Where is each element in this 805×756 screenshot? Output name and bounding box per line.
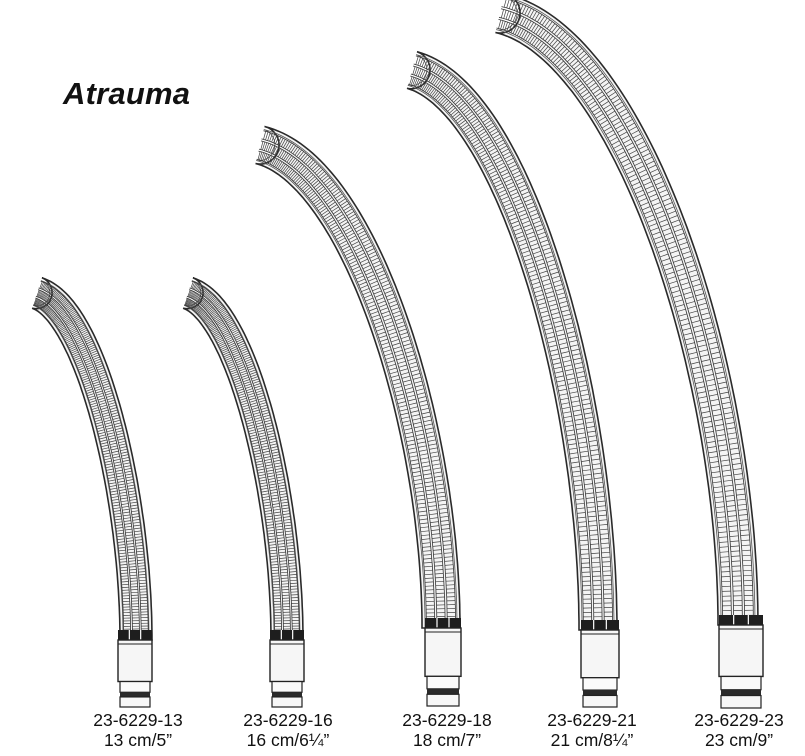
jaw-4	[406, 50, 620, 708]
instrument-size: 13 cm/5”	[103, 730, 173, 750]
instrument-caption-21: 23-6229-21 21 cm/8¼”	[527, 710, 657, 750]
product-heading: Atrauma	[63, 76, 191, 111]
catalog-number: 23-6229-13	[93, 710, 183, 730]
instrument-size: 16 cm/6¼”	[246, 730, 330, 750]
catalog-number: 23-6229-23	[694, 710, 784, 730]
instrument-size: 23 cm/9”	[704, 730, 774, 750]
jaw-5	[495, 0, 764, 709]
jaw-2	[182, 277, 305, 708]
jaw-3	[255, 125, 462, 707]
jaw-1	[31, 277, 153, 708]
instrument-caption-16: 23-6229-16 16 cm/6¼”	[223, 710, 353, 750]
instrument-size: 21 cm/8¼”	[550, 730, 634, 750]
instrument-caption-18: 23-6229-18 18 cm/7”	[382, 710, 512, 750]
catalog-number: 23-6229-18	[402, 710, 492, 730]
instrument-size: 18 cm/7”	[412, 730, 482, 750]
catalog-number: 23-6229-21	[547, 710, 637, 730]
instrument-caption-23: 23-6229-23 23 cm/9”	[674, 710, 804, 750]
instrument-caption-13: 23-6229-13 13 cm/5”	[73, 710, 203, 750]
catalog-number: 23-6229-16	[243, 710, 333, 730]
